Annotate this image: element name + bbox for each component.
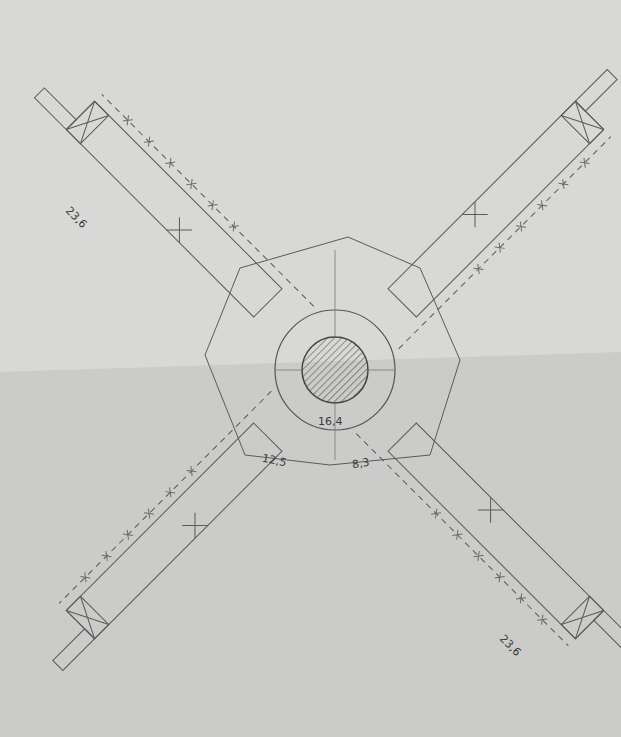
hub xyxy=(302,337,368,403)
arm xyxy=(34,60,316,342)
octagon-plate xyxy=(205,237,460,465)
dimension-label: 16,4 xyxy=(318,416,343,427)
construction-lines xyxy=(275,250,395,460)
dimension-label: 8,3 xyxy=(351,457,370,471)
arm xyxy=(25,388,307,670)
arm xyxy=(363,69,621,351)
arm xyxy=(353,398,621,680)
